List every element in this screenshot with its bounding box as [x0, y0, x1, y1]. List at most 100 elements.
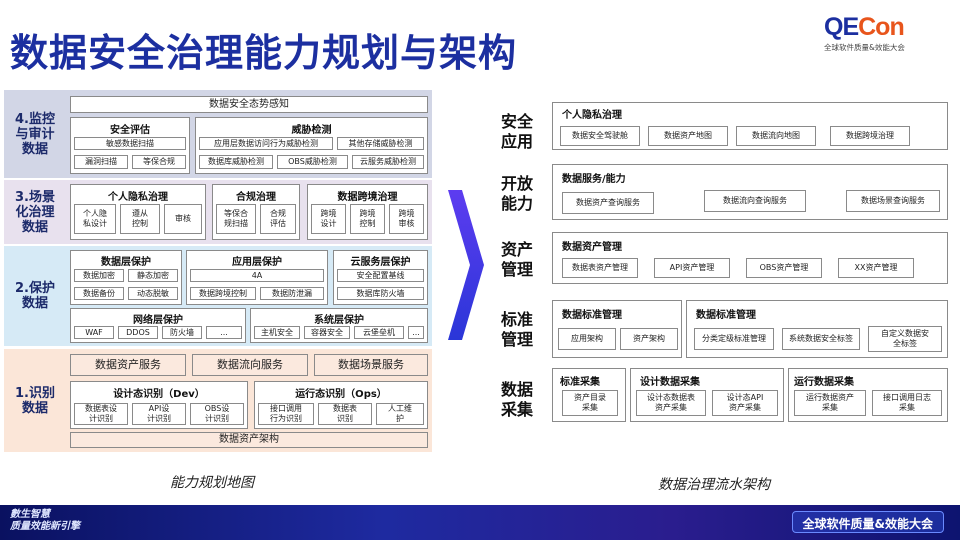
standard-right-title: 数据标准管理 — [696, 310, 756, 321]
slide-title: 数据安全治理能力规划与架构 — [10, 31, 518, 75]
table-runtime-identify: 数据表 识别 — [318, 403, 372, 425]
row-monitor-label: 4.监控 与审计 数据 — [15, 111, 55, 157]
logo-con: Con — [858, 13, 905, 41]
flow-map: 数据流向地图 — [736, 126, 816, 146]
privacy-title: 个人隐私治理 — [108, 192, 168, 203]
compliance-title: 合规治理 — [236, 192, 276, 203]
footer-slogan-line1: 數生智慧 — [10, 509, 50, 520]
run-asset-collect: 运行数据资产 采集 — [794, 390, 866, 416]
governance-pipeline: 安全 应用 个人隐私治理 数据安全驾驶舱 数据资产地图 数据流向地图 数据跨境治… — [490, 90, 960, 493]
data-encrypt: 数据加密 — [74, 269, 124, 282]
xx-asset-mgmt: XX资产管理 — [838, 258, 914, 278]
security-eval-title: 安全评估 — [110, 125, 150, 136]
app-4a: 4A — [190, 269, 324, 282]
obs-design-identify: OBS设 计识别 — [190, 403, 244, 425]
app-architecture: 应用架构 — [558, 328, 616, 350]
api-design-identify: API设 计识别 — [132, 403, 186, 425]
api-asset-mgmt: API资产管理 — [654, 258, 730, 278]
data-service-title: 数据服务/能力 — [562, 174, 626, 185]
table-design-identify: 数据表设 计识别 — [74, 403, 128, 425]
ops-identify-title: 运行态识别（Ops） — [295, 389, 387, 400]
privacy-control: 遵从 控制 — [120, 204, 160, 234]
app-layer-title: 应用层保护 — [232, 257, 282, 268]
cloud-layer-title: 云服务层保护 — [350, 257, 411, 268]
system-more: ... — [408, 326, 424, 339]
asset-query-service: 数据资产查询服务 — [562, 192, 654, 214]
privacy-design: 个人隐 私设计 — [74, 204, 116, 234]
std-collect-title: 标准采集 — [560, 377, 600, 388]
privacy-audit: 审核 — [164, 204, 202, 234]
threat-detect-title: 威胁检测 — [291, 125, 332, 136]
label-security-app: 安全 应用 — [500, 112, 533, 151]
catalog-collect: 资产目录 采集 — [562, 390, 618, 416]
other-storage-threat: 其他存储威胁检测 — [337, 137, 424, 150]
asset-architecture-std: 资产架构 — [620, 328, 678, 350]
dlp: 数据防泄漏 — [260, 287, 324, 300]
cross-audit: 跨境 审核 — [389, 204, 424, 234]
data-layer-title: 数据层保护 — [101, 257, 151, 268]
label-standard-mgmt: 标准 管理 — [500, 310, 533, 349]
security-cockpit: 数据安全驾驶舱 — [560, 126, 640, 146]
flow-service: 数据流向服务 — [192, 354, 308, 376]
ddos: DDOS — [118, 326, 158, 339]
firewall: 防火墙 — [162, 326, 202, 339]
run-collect-title: 运行数据采集 — [794, 377, 854, 388]
privacy-governance-title: 个人隐私治理 — [562, 110, 622, 121]
level-compliance: 等保合规 — [132, 155, 186, 169]
system-security-label: 系统数据安全标签 — [782, 328, 860, 350]
qecon-logo: QECon 全球软件质量&效能大会 — [824, 14, 942, 58]
db-firewall: 数据库防火墙 — [337, 287, 424, 300]
label-asset-mgmt: 资产 管理 — [500, 240, 533, 279]
compliance-scan: 等保合 规扫描 — [216, 204, 256, 234]
vuln-scan: 漏洞扫描 — [74, 155, 128, 169]
row-identify-label: 1.识别 数据 — [15, 385, 55, 416]
label-open-capability: 开放 能力 — [500, 174, 533, 213]
chevron-right-icon — [448, 190, 484, 340]
cloud-threat: 云服务威胁检测 — [352, 155, 424, 169]
footer-slogan-line2: 质量效能新引擎 — [10, 521, 80, 532]
design-collect-title: 设计数据采集 — [640, 377, 700, 388]
row-protect-label: 2.保护 数据 — [15, 281, 55, 311]
scenario-service: 数据场景服务 — [314, 354, 428, 376]
bastion-host: 云堡垒机 — [354, 326, 404, 339]
right-caption: 数据治理流水架构 — [658, 477, 770, 493]
container-security: 容器安全 — [304, 326, 350, 339]
interface-call-identify: 接口调用 行为识别 — [258, 403, 314, 425]
standard-left-title: 数据标准管理 — [562, 310, 622, 321]
left-caption: 能力规划地图 — [170, 475, 254, 491]
situational-awareness: 数据安全态势感知 — [70, 96, 428, 113]
obs-threat: OBS威胁检测 — [277, 155, 348, 169]
dev-identify-title: 设计态识别（Dev） — [113, 389, 205, 400]
waf: WAF — [74, 326, 114, 339]
footer-conference-badge: 全球软件质量&效能大会 — [791, 511, 944, 533]
asset-mgmt-title: 数据资产管理 — [562, 242, 622, 253]
capability-map: 4.监控 与审计 数据 数据安全态势感知 安全评估 敏感数据扫描 漏洞扫描 等保… — [0, 0, 440, 491]
design-api-collect: 设计态API 资产采集 — [712, 390, 778, 416]
manual-maintain: 人工维 护 — [376, 403, 424, 425]
scenario-query-service: 数据场景查询服务 — [846, 190, 940, 212]
cross-border-title: 数据跨境治理 — [337, 192, 398, 203]
security-baseline: 安全配置基线 — [337, 269, 424, 282]
db-threat: 数据库威胁检测 — [199, 155, 273, 169]
compliance-eval: 合规 评估 — [260, 204, 296, 234]
network-layer-title: 网络层保护 — [133, 315, 183, 326]
custom-security-label: 自定义数据安 全标签 — [868, 326, 942, 352]
label-data-collection: 数据 采集 — [500, 380, 533, 419]
system-layer-title: 系统层保护 — [314, 315, 364, 326]
static-encrypt: 静态加密 — [128, 269, 178, 282]
cross-border-governance: 数据跨境治理 — [830, 126, 910, 146]
cross-design: 跨境 设计 — [311, 204, 346, 234]
cross-control: 跨境 控制 — [350, 204, 385, 234]
asset-architecture: 数据资产架构 — [70, 432, 428, 448]
row-scenario-label: 3.场景 化治理 数据 — [15, 189, 55, 235]
host-security: 主机安全 — [254, 326, 300, 339]
footer-slogan: 數生智慧 质量效能新引擎 — [10, 509, 80, 533]
asset-service: 数据资产服务 — [70, 354, 186, 376]
logo-qe: QE — [824, 13, 859, 41]
sensitive-scan: 敏感数据扫描 — [74, 137, 186, 150]
table-asset-mgmt: 数据表资产管理 — [562, 258, 638, 278]
obs-asset-mgmt: OBS资产管理 — [746, 258, 822, 278]
cross-border-control: 数据跨境控制 — [190, 287, 256, 300]
design-table-collect: 设计态数据表 资产采集 — [636, 390, 706, 416]
classification-std: 分类定级标准管理 — [694, 328, 774, 350]
